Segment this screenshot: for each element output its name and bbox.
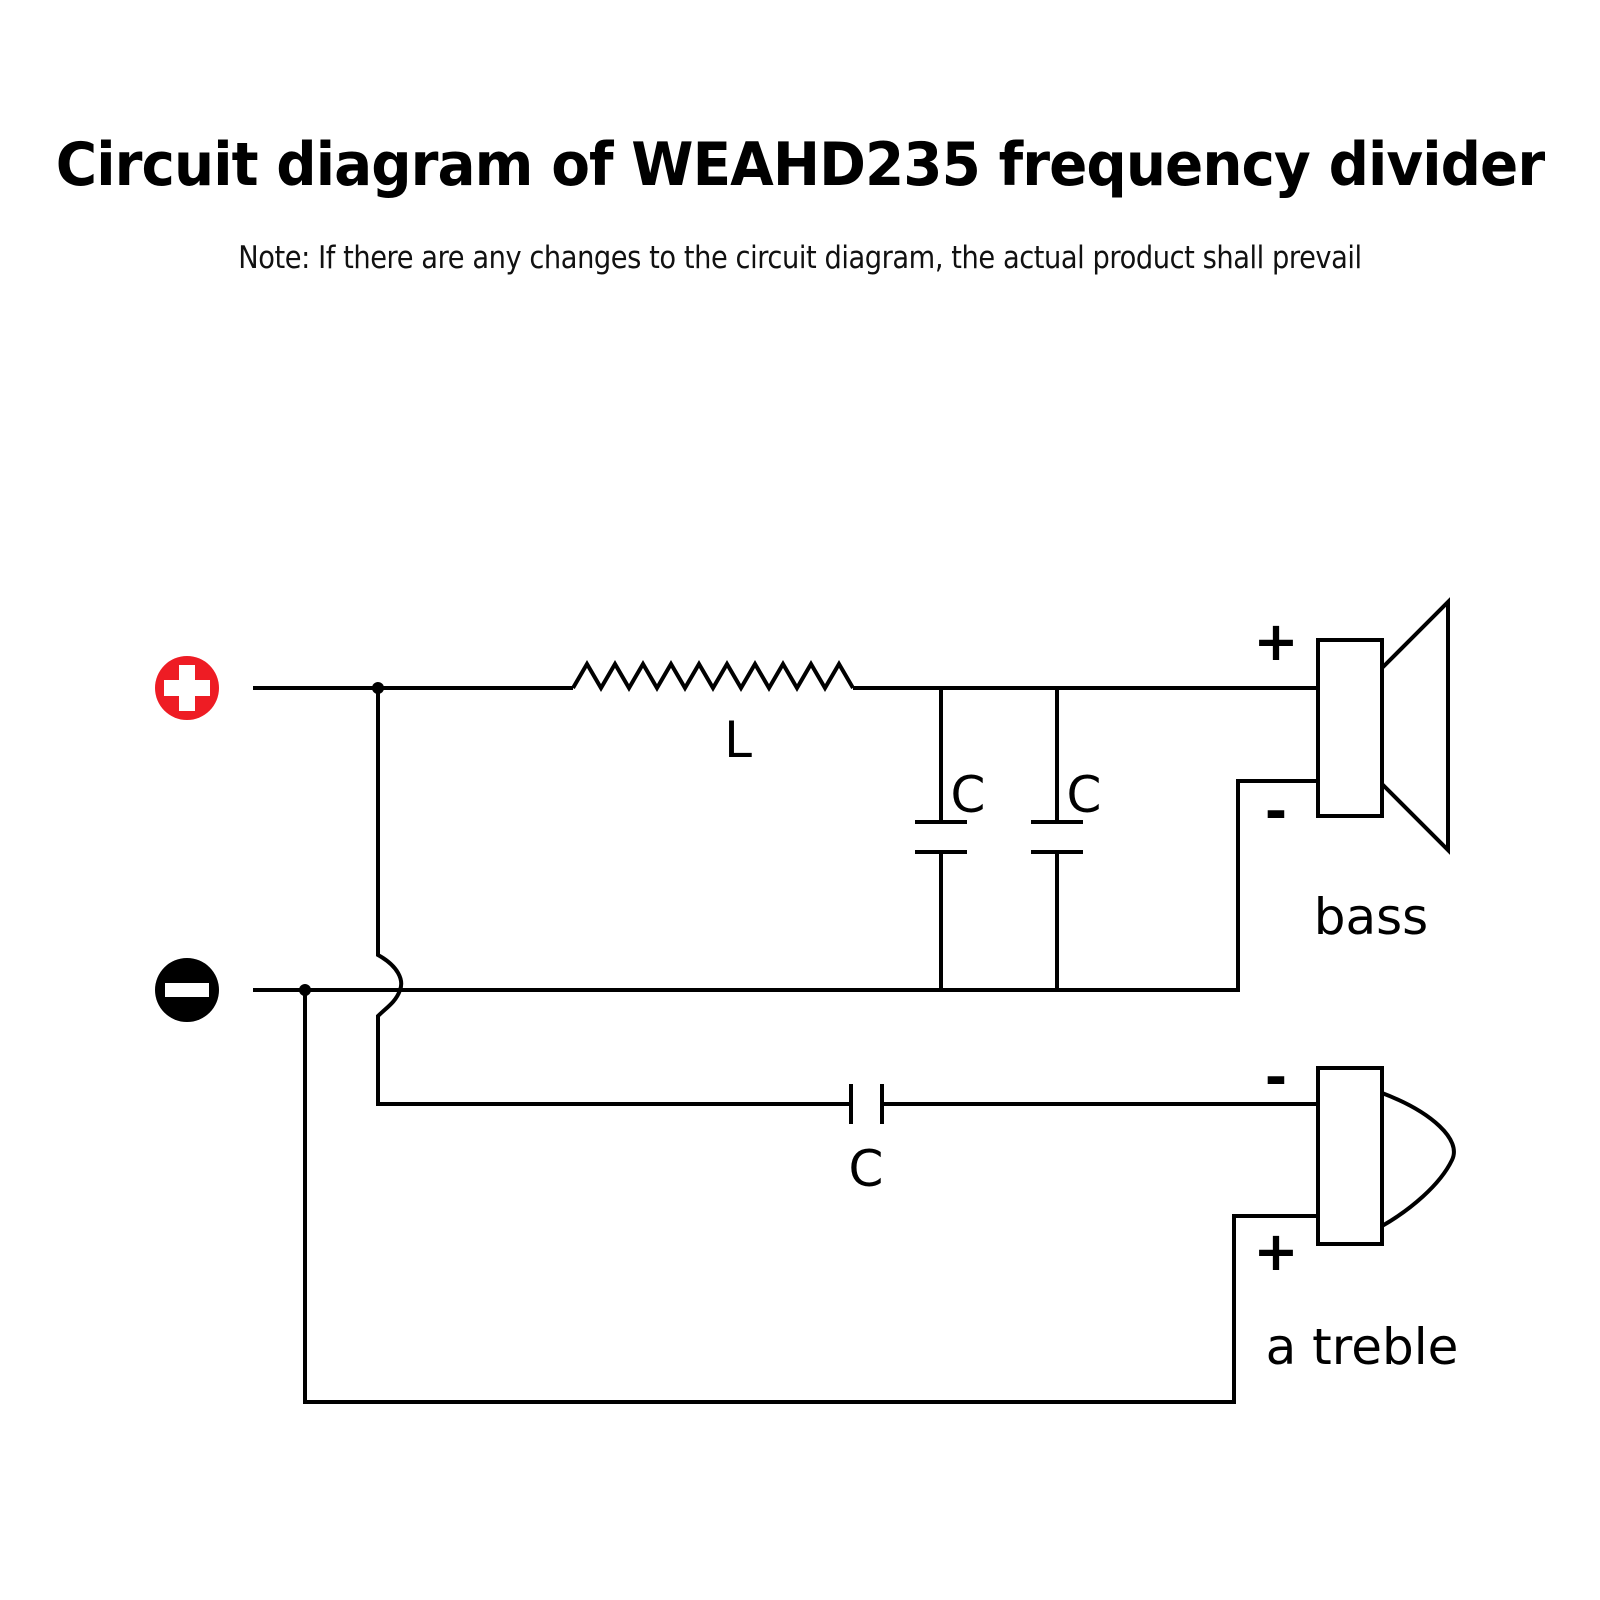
bass-minus-sign: - [1265, 780, 1287, 843]
treble-return-wire [303, 990, 1318, 1404]
bass-capacitor-2 [1031, 688, 1083, 990]
plus-circle-icon [155, 656, 219, 720]
treble-minus-sign: - [1265, 1046, 1287, 1109]
inductor-coil [571, 660, 855, 692]
bass-plus-sign: + [1253, 610, 1298, 673]
minus-circle-icon [155, 958, 219, 1022]
inductor-label: L [724, 711, 752, 769]
treble-capacitor [849, 1084, 1318, 1124]
bass-capacitor-1-label: C [951, 766, 986, 824]
treble-label: a treble [1266, 1318, 1459, 1376]
page-title: Circuit diagram of WEAHD235 frequency di… [55, 130, 1545, 200]
treble-capacitor-label: C [849, 1140, 884, 1198]
bass-speaker-icon [1316, 597, 1450, 855]
treble-speaker-icon [1316, 1066, 1456, 1246]
bass-label: bass [1314, 888, 1428, 946]
bass-capacitor-1 [915, 688, 967, 990]
disclaimer-note: Note: If there are any changes to the ci… [238, 240, 1362, 276]
treble-plus-sign: + [1253, 1220, 1298, 1283]
negative-rail-wire [253, 779, 1318, 992]
treble-feed-wire [376, 688, 851, 1106]
bass-capacitor-2-label: C [1067, 766, 1102, 824]
